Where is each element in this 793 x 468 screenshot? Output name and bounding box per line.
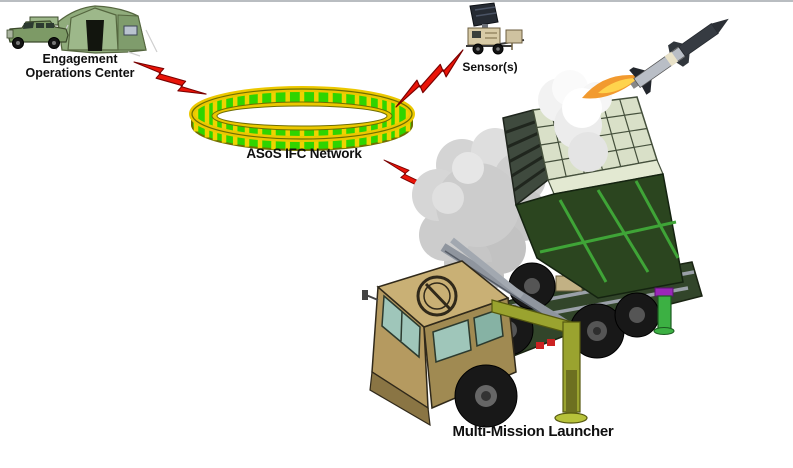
radar-panel-icon <box>469 2 499 29</box>
eoc-illustration <box>6 5 158 57</box>
eoc-label-line2: Operations Center <box>25 66 135 80</box>
sensor-illustration <box>466 2 525 55</box>
launcher-label: Multi-Mission Launcher <box>452 423 614 440</box>
missile <box>629 18 729 95</box>
truck-cab <box>362 260 517 427</box>
tent-icon <box>55 5 158 57</box>
rocket-flame <box>582 74 642 99</box>
lightning-bolt-eoc-to-network <box>133 61 207 95</box>
network-label: ASoS IFC Network <box>246 146 362 161</box>
sensor-trailer-icon <box>466 27 525 55</box>
lightning-bolt-network-to-sensors <box>395 49 464 108</box>
launcher-illustration <box>362 18 729 428</box>
eoc-label: Engagement Operations Center <box>6 52 154 80</box>
front-wheel <box>454 364 518 428</box>
outrigger-front <box>491 299 588 424</box>
window-top-edge <box>0 0 793 2</box>
eoc-label-line1: Engagement <box>42 52 118 66</box>
outrigger-rear <box>653 287 675 335</box>
sensors-label: Sensor(s) <box>462 60 518 74</box>
hmmwv-truck-icon <box>6 16 69 49</box>
network-ring-icon <box>189 86 415 151</box>
